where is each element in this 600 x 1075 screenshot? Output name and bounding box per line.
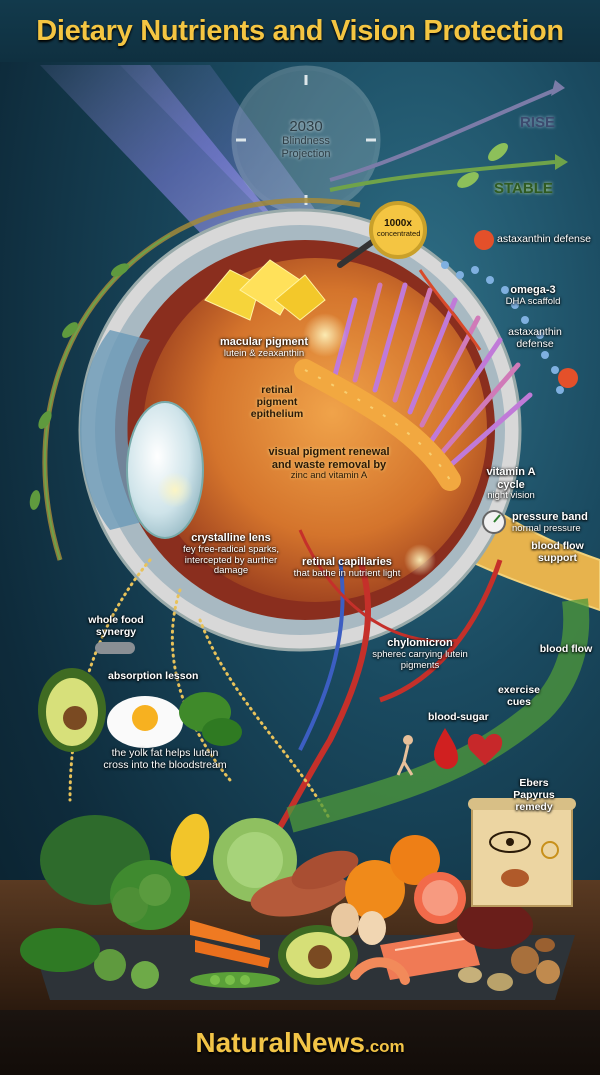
capillaries-title: retinal capillaries [302,556,392,568]
brand-suffix: .com [364,1036,405,1056]
macular-sub: lutein & zeaxanthin [223,347,305,359]
label-astaxanthin-top: astaxanthin defense [497,233,591,245]
macular-title: macular pigment [219,336,309,348]
badge-bottom: concentrated [377,228,421,238]
yolk-line2: cross into the bloodstream [103,759,227,772]
label-exercise: exercise cues [497,684,541,709]
vitamin-a-title: vitamin A cycle [486,466,536,491]
clock-line1: Blindness [282,135,330,148]
vitamin-a-sub: night vision [487,490,535,502]
label-capillaries: retinal capillaries that bathe in nutrie… [292,556,402,580]
chylomicron-title: chylomicron [387,637,453,649]
omega3-title: omega-3 [510,284,556,296]
clock-readout: 2030 Blindness Projection [266,118,346,161]
yolk-line1: the yolk fat helps lutein [111,747,219,759]
clock-line2: Projection [281,147,331,160]
title-bar: Dietary Nutrients and Vision Protection [0,0,600,62]
label-blood-sugar: blood-sugar [428,711,489,723]
label-macular: macular pigment lutein & zeaxanthin [214,336,314,360]
footer: NaturalNews.com [0,1010,600,1075]
capsule-icon [95,642,135,654]
foods [20,668,560,991]
badge-top: 1000x [384,218,412,229]
label-chylomicron: chylomicron spherec carrying lutein pigm… [370,637,470,671]
astaxanthin-icon [474,230,578,388]
label-blood-flow-right: blood flow [539,643,593,655]
lens-sub: fey free-radical sparks, intercepted by … [182,543,280,577]
label-ebers: Ebers Papyrus remedy [513,777,555,814]
visual-sub: zinc and vitamin A [290,470,368,482]
walking-person-icon [396,735,414,776]
dha-molecule [441,261,564,394]
omega3-sub: DHA scaffold [505,295,561,307]
papyrus-scroll-icon [468,798,576,907]
macular-crystals [204,259,326,321]
blood-drop-icon [434,728,458,769]
label-astaxanthin-right: astaxanthin defense [508,326,562,351]
trend-stable: STABLE [494,180,553,197]
label-pressure: pressure band normal pressure [512,511,588,535]
label-whole-food: whole food synergy [88,614,144,639]
pressure-title: pressure band [512,511,588,523]
heart-icon [467,733,503,765]
label-absorption: absorption lesson [108,670,199,682]
concentration-badge: 1000x concentrated [377,218,421,238]
visual-title: visual pigment renewal and waste removal… [268,446,390,471]
label-rpe: retinal pigment epithelium [250,384,304,421]
lens-title: crystalline lens [191,532,271,544]
label-omega3: omega-3 DHA scaffold [488,284,578,308]
label-vitamin-a: vitamin A cycle night vision [472,466,550,502]
pressure-sub: normal pressure [512,522,581,534]
label-lens: crystalline lens fey free-radical sparks… [176,532,286,577]
clock-year: 2030 [289,118,323,135]
label-blood-flow-top: blood flow support [531,540,584,565]
brand-name: NaturalNews [195,1026,365,1058]
label-visual-pigment: visual pigment renewal and waste removal… [264,446,394,482]
chylomicron-sub: spherec carrying lutein pigments [372,648,468,671]
magnifier-icon [337,201,427,268]
label-yolk: the yolk fat helps lutein cross into the… [70,747,260,771]
page-title: Dietary Nutrients and Vision Protection [36,14,564,47]
capillaries-sub: that bathe in nutrient light [293,567,401,579]
brand-logo[interactable]: NaturalNews.com [195,1027,404,1059]
trend-rise: RISE [520,114,556,131]
